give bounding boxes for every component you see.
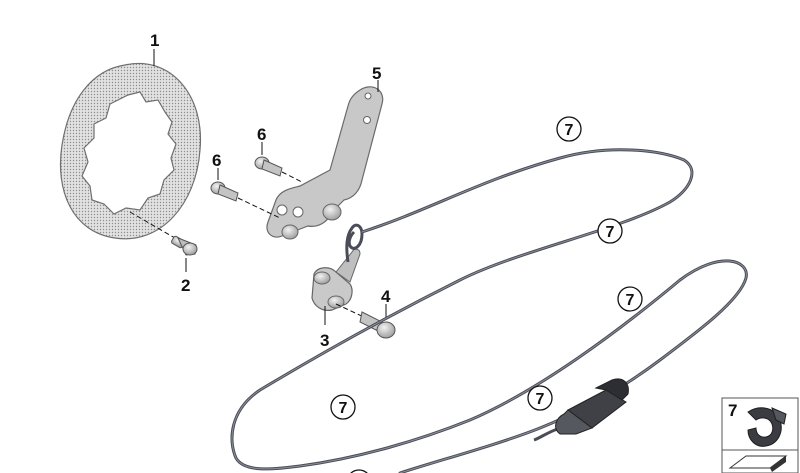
callout-7-f: 7 xyxy=(350,469,368,473)
bracket-bolt-upper-part xyxy=(254,142,303,183)
sensor-cable-part xyxy=(230,148,748,473)
callout-7-d: 7 xyxy=(330,394,356,420)
cable-clip-part xyxy=(747,407,787,447)
svg-text:7: 7 xyxy=(626,292,635,309)
inset-box: 7 xyxy=(721,397,799,473)
inset-placeholder-icon xyxy=(728,455,788,472)
inset-label: 7 xyxy=(728,401,737,420)
svg-text:7: 7 xyxy=(606,224,615,241)
svg-text:7: 7 xyxy=(536,391,545,408)
cable-connector-part xyxy=(555,378,629,435)
callout-circles: 7 7 7 7 7 7 xyxy=(330,116,643,473)
callout-7-e: 7 xyxy=(527,385,553,411)
sensor-ring-part xyxy=(59,62,202,240)
sensor-bolt-part xyxy=(335,303,396,339)
bracket-bolt-lower-part xyxy=(210,168,281,219)
callout-6-upper: 6 xyxy=(257,125,266,144)
callout-2: 2 xyxy=(181,276,190,295)
callout-3: 3 xyxy=(320,331,329,350)
callout-7-a: 7 xyxy=(556,116,582,142)
callout-7-c: 7 xyxy=(617,286,643,312)
callout-4: 4 xyxy=(381,287,391,306)
ring-bolt-part xyxy=(129,211,198,272)
sensor-bracket-part xyxy=(266,80,384,240)
svg-text:7: 7 xyxy=(565,122,574,139)
callout-6-lower: 6 xyxy=(212,151,221,170)
speed-sensor-part xyxy=(311,248,361,325)
callout-labels: 1 2 3 4 5 6 6 xyxy=(150,31,391,350)
callout-5: 5 xyxy=(372,64,381,83)
callout-7-b: 7 xyxy=(597,218,623,244)
callout-1: 1 xyxy=(150,31,159,50)
svg-text:7: 7 xyxy=(339,400,348,417)
